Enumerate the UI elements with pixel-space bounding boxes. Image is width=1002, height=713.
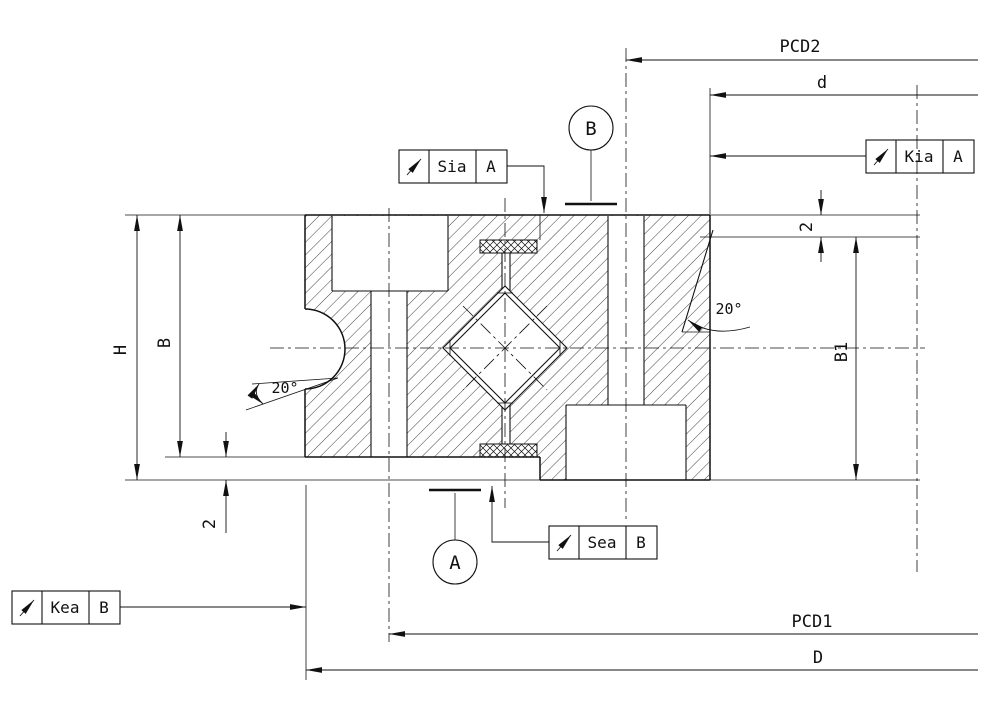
fcf-kia-value: Kia — [905, 147, 934, 166]
centerlines — [270, 48, 925, 642]
fcf-sea: Sea B — [489, 486, 658, 560]
fcf-sia-value: Sia — [438, 157, 467, 176]
offset-top-label: 2 — [797, 222, 817, 232]
bore-label: d — [817, 73, 827, 93]
seal-bottom — [479, 443, 538, 458]
dim-b1: B1 — [832, 237, 859, 480]
taper-line — [681, 229, 714, 333]
runout-icon — [406, 158, 422, 176]
angle-right: 20° — [687, 300, 751, 332]
fcf-sea-datum: B — [636, 533, 646, 552]
dim-offset-top: 2 — [797, 190, 824, 262]
b-label: B — [155, 338, 175, 348]
offset-bottom-label: 2 — [200, 519, 220, 529]
datum-a-label: A — [449, 552, 461, 574]
angle-right-label: 20° — [715, 300, 742, 318]
grease-notch — [265, 309, 345, 389]
dim-pcd1: PCD1 — [389, 612, 978, 637]
outer-bolt-counterbore — [332, 216, 448, 291]
angle-left: 20° — [245, 377, 339, 411]
datum-b-label: B — [585, 118, 596, 140]
pcd2-label: PCD2 — [780, 37, 821, 57]
dim-outer-diameter: D — [305, 485, 978, 680]
d-label: D — [813, 648, 823, 668]
runout-icon — [873, 148, 889, 166]
fcf-kea-datum: B — [99, 598, 109, 617]
dim-offset-bottom: 2 — [200, 432, 229, 533]
b1-label: B1 — [832, 342, 852, 362]
dim-b: B — [155, 215, 183, 457]
fcf-sia-datum: A — [486, 157, 496, 176]
pcd1-label: PCD1 — [792, 612, 833, 632]
fcf-kea-value: Kea — [51, 598, 80, 617]
section-outlines — [125, 214, 920, 481]
fcf-sia: Sia A — [398, 149, 547, 213]
dim-h: H — [111, 215, 140, 480]
bearing-section — [125, 214, 920, 481]
fcf-kia: Kia A — [710, 139, 975, 174]
angle-left-label: 20° — [271, 379, 298, 397]
seal-top — [479, 239, 538, 254]
fcf-kia-datum: A — [953, 147, 963, 166]
datum-a: A — [429, 488, 481, 585]
runout-icon — [19, 599, 35, 617]
datum-b: B — [565, 105, 617, 206]
dim-bore-d: d — [709, 73, 978, 214]
fcf-kea: Kea B — [11, 590, 306, 625]
dim-pcd2: PCD2 — [626, 37, 978, 63]
h-label: H — [111, 345, 131, 355]
runout-icon — [556, 534, 572, 552]
fcf-sea-value: Sea — [588, 533, 617, 552]
